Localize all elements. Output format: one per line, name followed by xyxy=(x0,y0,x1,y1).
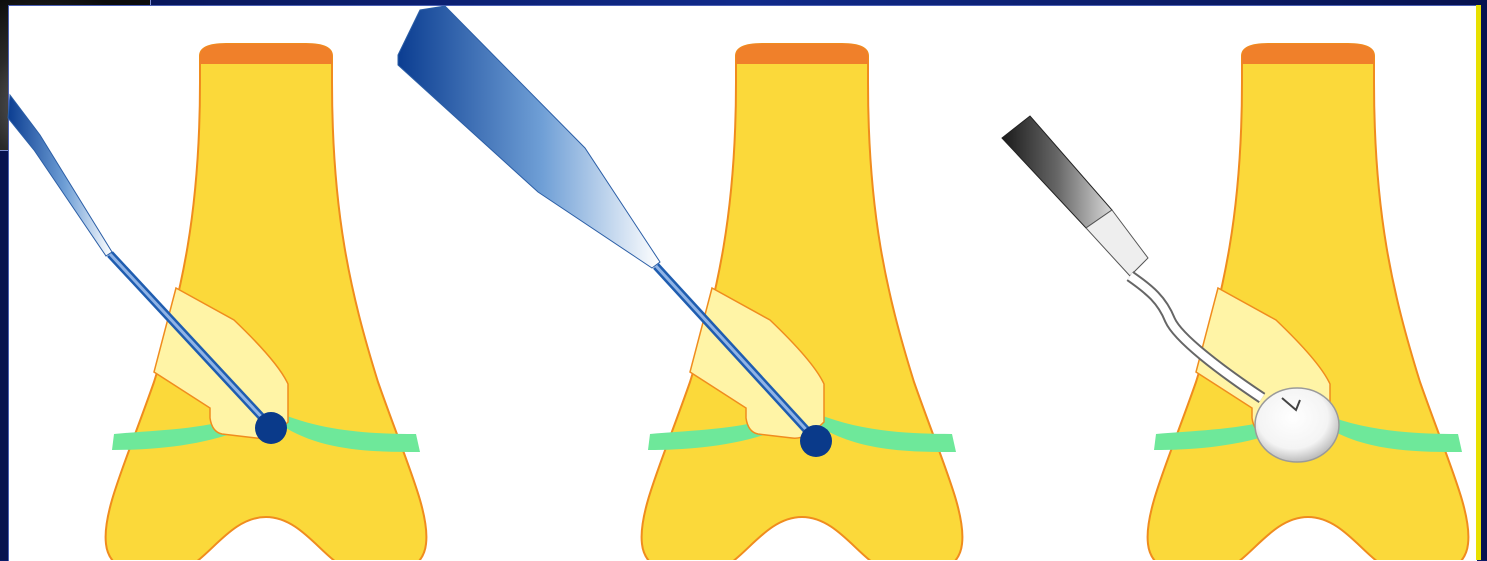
bone-diagram-2 xyxy=(398,6,962,560)
bone-diagram-3 xyxy=(1002,44,1468,560)
bone-diagram-1 xyxy=(8,44,426,560)
